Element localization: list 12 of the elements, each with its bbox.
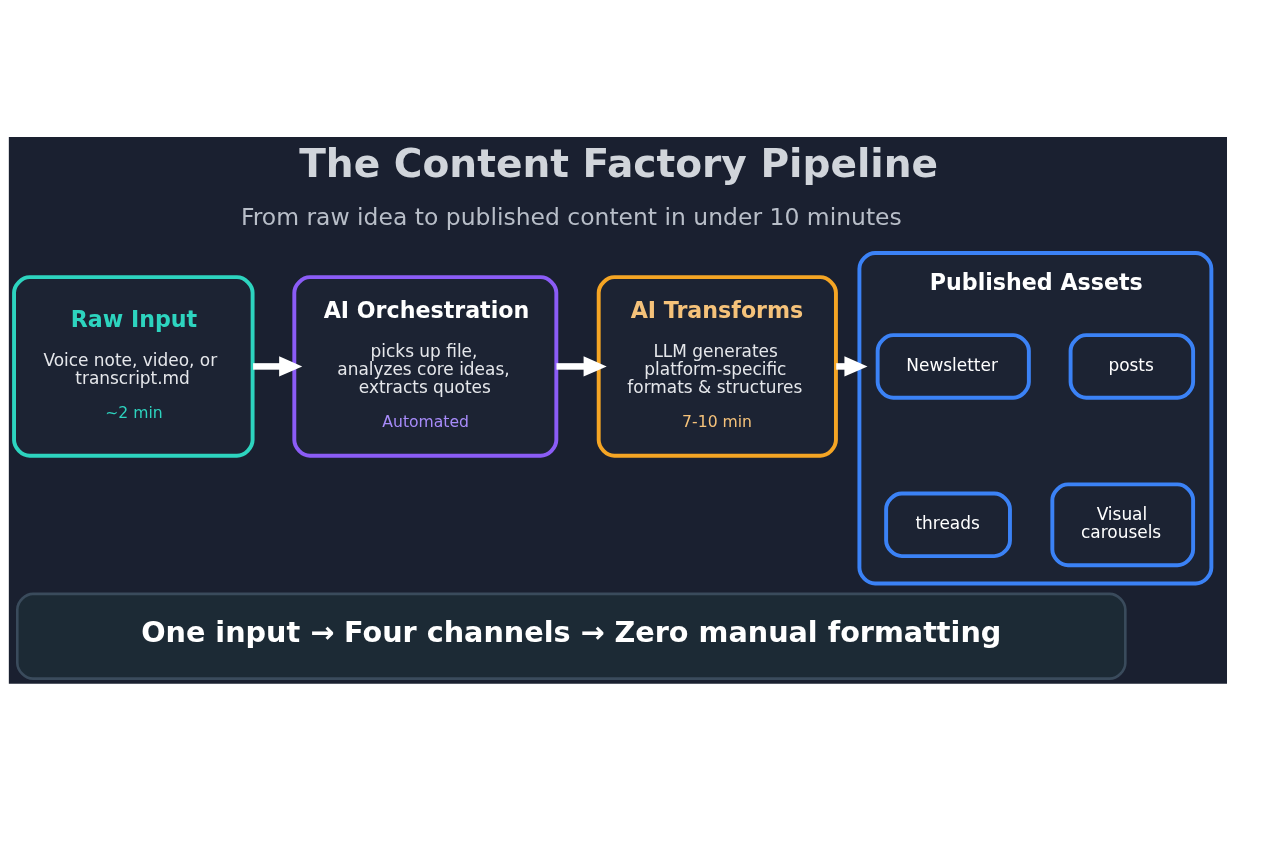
node-box: One input → Four channels → Zero manual formatting: [16, 592, 1127, 680]
diagram-title: The Content Factory Pipeline: [299, 140, 939, 186]
node-box: threads: [884, 491, 1012, 558]
node-box: AI Orchestration picks up file, analyzes core ideas, extracts quotes Automated: [292, 274, 559, 458]
label: From raw idea to published content in under 10 minutes: [240, 202, 902, 231]
node-box: AI Transforms LLM generates platform-specific formats & structures 7-10 min: [596, 274, 838, 458]
node-box: Raw Input Voice note, video, or transcript.md ~2 min: [12, 274, 255, 458]
node-box: posts: [1068, 332, 1196, 400]
node-box: Visual carousels: [1050, 481, 1196, 567]
node-box: Newsletter: [875, 332, 1031, 400]
arrow: [556, 355, 607, 377]
arrow: [253, 355, 303, 377]
